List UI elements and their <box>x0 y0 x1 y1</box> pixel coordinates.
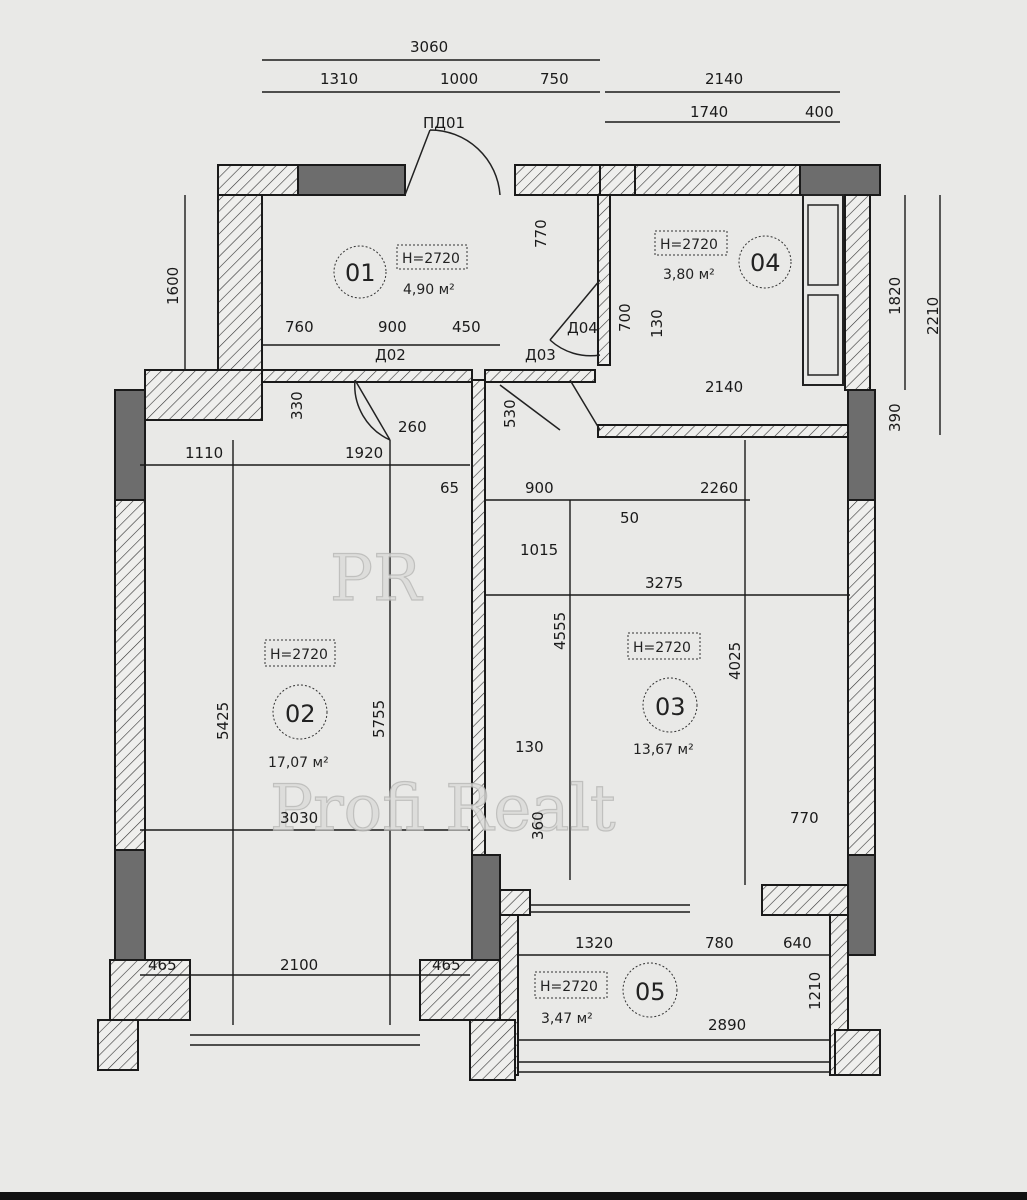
dimension-label: 65 <box>440 479 459 497</box>
dimension-label: 760 <box>285 318 314 336</box>
dimension-label: 1320 <box>575 934 613 952</box>
dimension-label: 2100 <box>280 956 318 974</box>
dimension-label: 1310 <box>320 70 358 88</box>
door-label: Д03 <box>525 346 556 364</box>
room-02: 02 H=2720 17,07 м² <box>264 639 336 771</box>
dimension-label: 130 <box>648 309 666 338</box>
dimension-label: 400 <box>805 103 834 121</box>
dimension-label: 770 <box>790 809 819 827</box>
dimension-label: 390 <box>886 403 904 432</box>
dimension-label: 900 <box>525 479 554 497</box>
dimension-label: 2210 <box>924 297 942 335</box>
svg-text:3,80 м²: 3,80 м² <box>663 267 715 283</box>
room-04: 04 H=2720 3,80 м² <box>654 230 792 289</box>
dimension-label: 330 <box>288 391 306 420</box>
svg-text:H=2720: H=2720 <box>270 647 328 663</box>
dimension-label: 465 <box>432 956 461 974</box>
dimension-label: 700 <box>616 303 634 332</box>
dimension-label: 465 <box>148 956 177 974</box>
dimension-label: 4025 <box>726 642 744 680</box>
svg-text:05: 05 <box>635 978 666 1006</box>
dimension-lines <box>140 59 941 1041</box>
svg-text:H=2720: H=2720 <box>633 640 691 656</box>
dimension-label: 640 <box>783 934 812 952</box>
dimension-label: 3060 <box>410 38 448 56</box>
watermark: PR Profi Realt <box>269 541 616 846</box>
dimension-label: 2140 <box>705 378 743 396</box>
svg-text:Profi Realt: Profi Realt <box>270 772 616 846</box>
dimension-label: 2260 <box>700 479 738 497</box>
svg-text:03: 03 <box>655 693 686 721</box>
svg-text:13,67 м²: 13,67 м² <box>633 742 694 758</box>
svg-text:H=2720: H=2720 <box>540 979 598 995</box>
svg-text:H=2720: H=2720 <box>660 237 718 253</box>
dimension-label: 50 <box>620 509 639 527</box>
dimension-label: 1110 <box>185 444 223 462</box>
dimension-label: 750 <box>540 70 569 88</box>
dimension-label: 260 <box>398 418 427 436</box>
dimension-label: 5425 <box>214 702 232 740</box>
dimension-label: 3030 <box>280 809 318 827</box>
dimension-label: 450 <box>452 318 481 336</box>
dimension-label: 360 <box>529 811 547 840</box>
room-05: 05 H=2720 3,47 м² <box>534 962 678 1027</box>
dimension-label: 900 <box>378 318 407 336</box>
dimension-label: 1920 <box>345 444 383 462</box>
dimension-label: 1740 <box>690 103 728 121</box>
svg-text:02: 02 <box>285 700 316 728</box>
dimension-label: 3275 <box>645 574 683 592</box>
door-label: Д02 <box>375 346 406 364</box>
svg-text:01: 01 <box>345 259 376 287</box>
svg-text:H=2720: H=2720 <box>402 251 460 267</box>
room-03: 03 H=2720 13,67 м² <box>627 632 701 758</box>
dimension-label: 770 <box>532 219 550 248</box>
door-label: Д04 <box>567 319 598 337</box>
dimension-label: 4555 <box>551 612 569 650</box>
dimension-label: 1210 <box>806 972 824 1010</box>
door-swings <box>354 129 601 441</box>
dimension-label: 130 <box>515 738 544 756</box>
walls <box>97 164 881 1081</box>
dimension-values: 3060 1310 1000 750 2140 1740 400 770 160… <box>148 38 942 1034</box>
svg-text:04: 04 <box>750 249 781 277</box>
dimension-label: 780 <box>705 934 734 952</box>
door-label: ПД01 <box>423 114 465 132</box>
svg-text:4,90 м²: 4,90 м² <box>403 282 455 298</box>
dimension-label: 2140 <box>705 70 743 88</box>
dimension-label: 1600 <box>164 267 182 305</box>
dimension-label: 5755 <box>370 700 388 738</box>
dimension-label: 530 <box>501 399 519 428</box>
svg-text:3,47 м²: 3,47 м² <box>541 1011 593 1027</box>
dimension-label: 1015 <box>520 541 558 559</box>
dimension-label: 2890 <box>708 1016 746 1034</box>
dimension-label: 1000 <box>440 70 478 88</box>
svg-text:17,07 м²: 17,07 м² <box>268 755 329 771</box>
dimension-label: 1820 <box>886 277 904 315</box>
room-01: 01 H=2720 4,90 м² <box>333 244 468 299</box>
svg-text:PR: PR <box>330 542 423 616</box>
